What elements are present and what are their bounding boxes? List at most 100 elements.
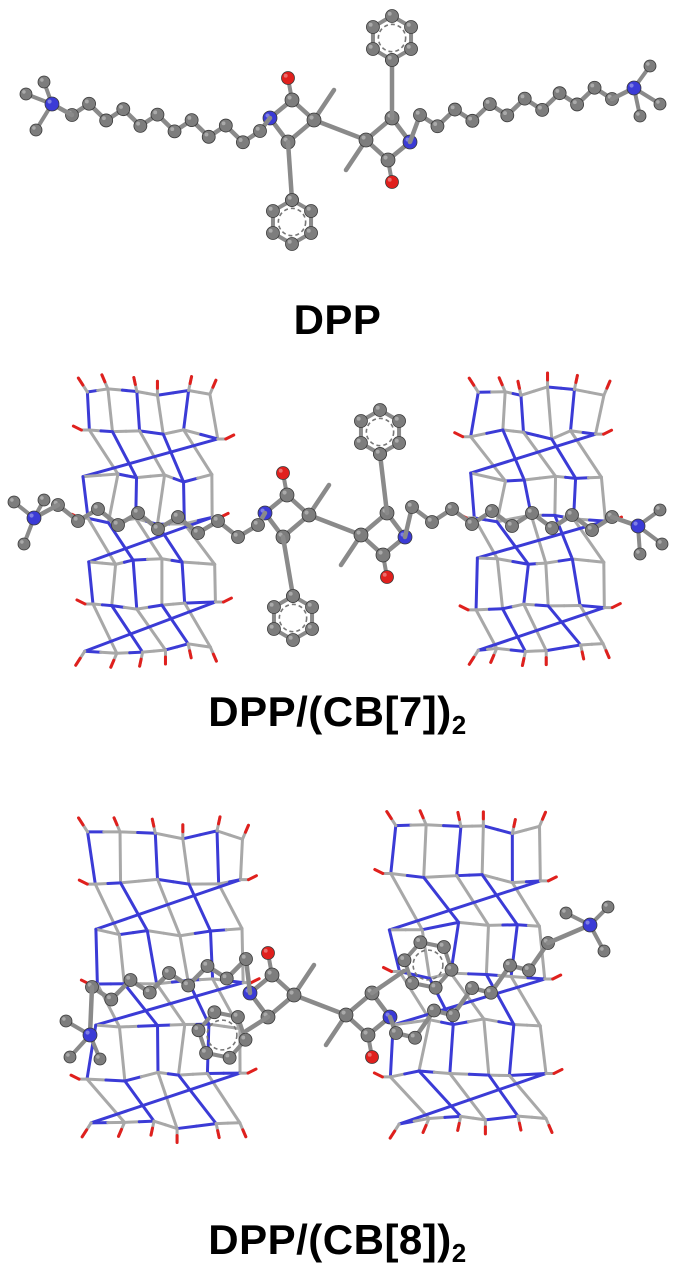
atom-highlight (600, 947, 604, 951)
carbon-atom (392, 436, 406, 450)
carbon-atom (427, 1003, 441, 1018)
bond (532, 385, 550, 393)
carbonyl-oxygen (602, 428, 614, 436)
atom-highlight (213, 516, 218, 521)
bond (448, 1071, 487, 1122)
bond (106, 1024, 121, 1029)
bond (99, 429, 114, 434)
dpp-molecule-figure (0, 0, 675, 260)
bond (469, 435, 507, 483)
bond (119, 881, 149, 933)
bond (389, 824, 398, 875)
bond (403, 1069, 421, 1076)
bond (389, 871, 409, 877)
atom-highlight (447, 965, 452, 970)
bond (118, 830, 140, 835)
bond (537, 824, 542, 883)
bond (522, 476, 542, 482)
bond (115, 651, 132, 655)
bond (178, 934, 190, 982)
bond (196, 561, 217, 566)
carbonyl-oxygen (574, 373, 579, 384)
atom-highlight (656, 506, 660, 510)
bond (87, 560, 95, 606)
bond (198, 977, 215, 982)
bond (182, 428, 203, 436)
bond (534, 603, 550, 608)
bond (123, 1079, 156, 1123)
bond (180, 560, 187, 605)
carbon-atom (218, 118, 233, 133)
methyl-carbon-atom (37, 75, 51, 89)
carbon-atom (425, 515, 439, 529)
carbonyl-oxygen (605, 379, 612, 390)
atom-highlight (467, 983, 472, 988)
bond (156, 877, 175, 884)
bond (482, 1017, 501, 1024)
carbonyl-oxygen (458, 604, 470, 612)
methyl-carbon-atom (37, 493, 51, 507)
carbon-atom (535, 103, 550, 117)
bond (570, 557, 582, 608)
bond (484, 973, 516, 1027)
atom-highlight (241, 954, 246, 959)
aromatic-ring-inner (277, 207, 307, 237)
bond (171, 389, 191, 395)
carbon-atom (201, 129, 216, 144)
bond (149, 431, 165, 436)
bond (131, 929, 149, 935)
methyl-carbon-atom (29, 123, 43, 137)
bond (559, 386, 576, 391)
carbon-atom (380, 152, 396, 168)
bond (476, 647, 490, 652)
atom-highlight (241, 1035, 246, 1040)
atom-highlight (269, 602, 274, 607)
methyl-carbon-atom (633, 547, 647, 561)
bond (172, 476, 186, 484)
bond (104, 1078, 127, 1083)
bond (145, 929, 159, 986)
carbon-atom (91, 502, 105, 516)
bond (544, 561, 550, 608)
bond (536, 434, 554, 441)
carbon-atom (184, 113, 199, 127)
carbon-atom (99, 113, 114, 128)
bond (457, 920, 476, 926)
bond (455, 874, 490, 927)
atom-highlight (238, 138, 243, 142)
bond (501, 428, 515, 433)
bond (81, 473, 102, 479)
oxygen-atom (281, 71, 295, 85)
bond (501, 390, 507, 432)
bond (521, 430, 558, 478)
bond (110, 430, 139, 480)
bond (424, 823, 446, 828)
atom-highlight (193, 528, 198, 533)
atom-highlight (153, 524, 158, 529)
carbon-atom (482, 97, 497, 111)
carbon-atom (428, 980, 443, 995)
bond (422, 875, 461, 924)
carbon-atom (171, 510, 185, 524)
bond (475, 519, 608, 560)
carbonyl-oxygen (373, 867, 385, 875)
bond (438, 874, 459, 879)
carbon-atom (111, 518, 125, 532)
atom-highlight (410, 1033, 415, 1038)
bond (181, 833, 202, 841)
bond (511, 429, 525, 434)
atom-highlight (269, 624, 274, 629)
atom-highlight (572, 100, 577, 105)
atom-highlight (468, 116, 473, 121)
bond (156, 1070, 179, 1131)
bond (480, 873, 519, 927)
atom-highlight (263, 948, 268, 953)
atom-highlight (629, 83, 634, 88)
atom-highlight (119, 104, 123, 109)
dpp-cb8-complex-figure (0, 795, 675, 1175)
carbon-atom (222, 1050, 237, 1065)
carbon-atom (373, 403, 387, 417)
bond (161, 432, 186, 484)
atom-highlight (387, 11, 392, 16)
bond (153, 831, 171, 838)
